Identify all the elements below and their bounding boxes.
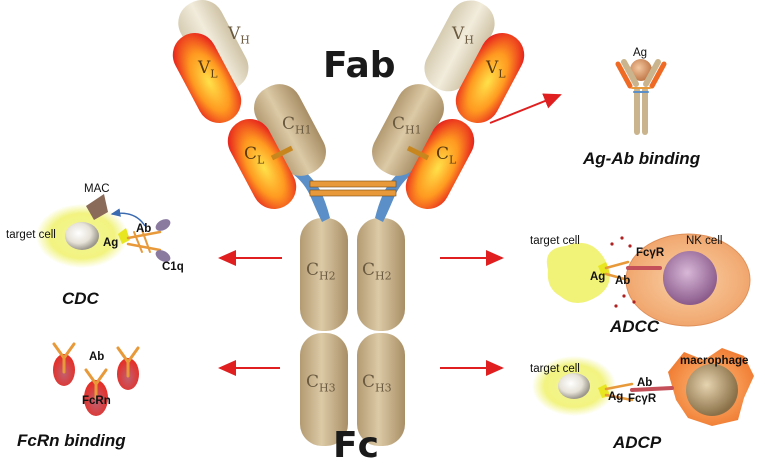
ch3-right-label: CH3 [362,372,392,395]
fcrn-ab-label: Ab [89,351,105,363]
ch1-left-label: CH1 [282,114,312,137]
macrophage-nucleus [686,364,738,416]
cl-right-label: CL [436,144,457,167]
adcc-nk-label: NK cell [686,235,723,247]
ch2-right-domain [357,218,405,331]
vl-left-label: VL [198,58,218,81]
vl-right-label: VL [486,58,506,81]
adcc-ag-label: Ag [590,271,606,283]
cdc-target-label: target cell [6,229,56,241]
cdc-ab-label: Ab [136,223,152,235]
fc-label: Fc [333,425,379,466]
cdc-caption: CDC [62,289,99,308]
vl-right-domain [455,33,525,123]
adcc-fcgr-label: FcγR [636,247,665,259]
adcp-ag-label: Ag [608,391,624,403]
ag-ab-caption: Ag-Ab binding [583,149,701,168]
cdc-c1q-label: C1q [162,261,184,273]
vh-right-label: VH [452,24,474,47]
cl-left-domain [227,119,297,209]
vh-left-label: VH [228,24,250,47]
cl-left-label: CL [244,144,265,167]
disulfide-right [406,145,430,161]
cdc-mac-label: MAC [84,183,110,195]
cdc-ag-label: Ag [103,237,119,249]
adcp-illustration [532,348,754,426]
ch1-left-domain [254,84,326,176]
adcp-caption: ADCP [613,433,662,452]
ch2-left-domain [300,218,348,331]
hinge-bar-top [309,180,397,188]
adcc-target-label: target cell [530,235,580,247]
vh-right-domain [424,0,495,92]
ch2-left-label: CH2 [306,260,336,283]
adcc-illustration [546,233,751,327]
ch1-right-label: CH1 [392,114,422,137]
function-arrows [218,93,562,376]
disulfide-left [270,145,294,161]
nk-nucleus [663,251,717,305]
adcp-macrophage-label: macrophage [680,355,749,367]
ag-ab-binding-icon [615,59,667,135]
fcrn-receptor-label: FcRn [82,395,111,407]
adcc-caption: ADCC [610,317,660,336]
ch1-right-domain [372,84,444,176]
fcrn-illustration [52,342,140,416]
hinge-bar-bottom [309,189,397,197]
ch2-right-label: CH2 [362,260,392,283]
cl-right-domain [405,119,475,209]
ch3-right-domain [357,333,405,446]
adcp-fcgr-label: FcγR [628,393,657,405]
ag-ab-ag-label: Ag [633,47,648,59]
adcp-ab-label: Ab [637,377,653,389]
adcp-target-label: target cell [530,363,580,375]
vl-left-domain [172,33,242,123]
mac-pore [86,194,108,220]
fab-label: Fab [323,45,396,86]
ch3-left-domain [300,333,348,446]
adcc-ab-label: Ab [615,275,631,287]
arrow-to-ag-ab [489,93,562,124]
antibody-structure [172,0,525,446]
fcrn-caption: FcRn binding [17,431,126,450]
cdc-illustration [36,194,171,268]
ch3-left-label: CH3 [306,372,336,395]
